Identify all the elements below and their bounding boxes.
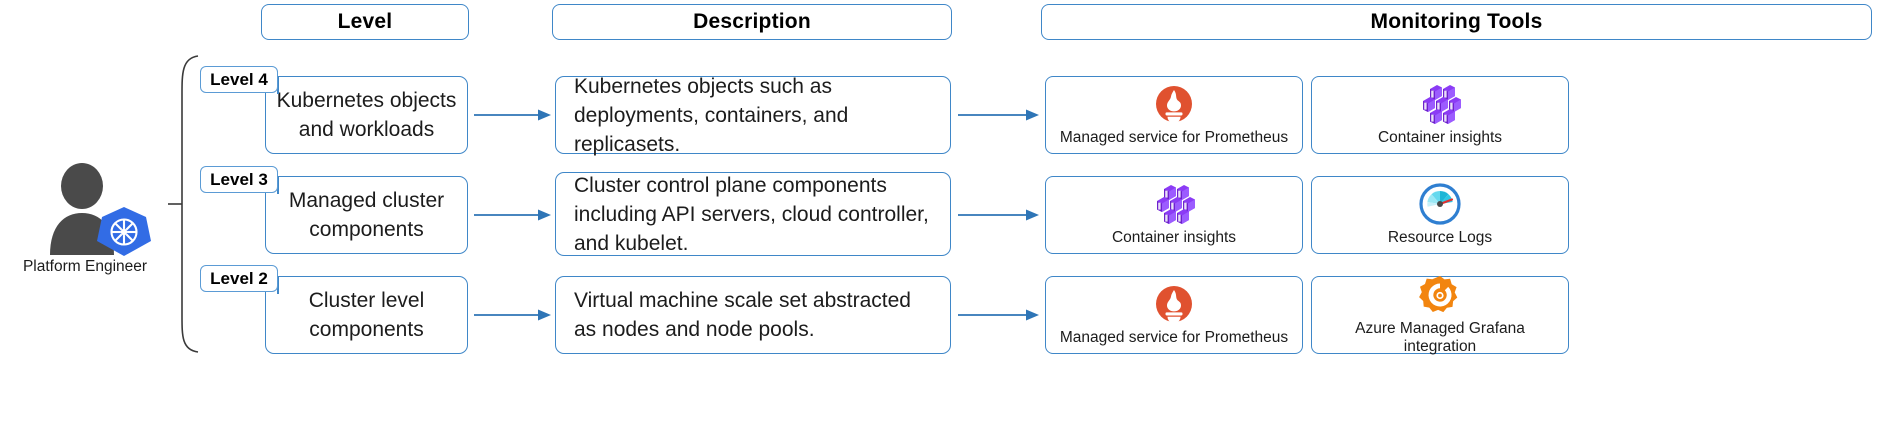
description-box-2-text: Cluster control plane components includi… xyxy=(574,173,929,255)
arrow-description-to-tools-1 xyxy=(958,109,1039,121)
header-level-label: Level xyxy=(337,10,393,33)
person-icon xyxy=(50,163,114,255)
arrow-level-to-description-1 xyxy=(474,109,551,121)
level-box-3: Cluster level components xyxy=(265,276,468,354)
tool-card-3-1-label: Managed service for Prometheus xyxy=(1059,329,1289,346)
arrow-description-to-tools-3 xyxy=(958,309,1039,321)
grafana-icon xyxy=(1419,274,1461,316)
tool-card-1-2-label: Container insights xyxy=(1377,129,1503,146)
level-badge-1-label: Level 4 xyxy=(210,69,268,89)
level-badge-3: Level 2 xyxy=(200,265,278,292)
arrow-description-to-tools-2 xyxy=(958,209,1039,221)
kubernetes-icon xyxy=(97,207,151,256)
level-badge-1: Level 4 xyxy=(200,66,278,93)
prometheus-icon xyxy=(1154,283,1194,325)
header-level: Level xyxy=(261,4,469,40)
tool-card-3-2-label: Azure Managed Grafana integration xyxy=(1355,320,1525,355)
header-monitoring-tools-label: Monitoring Tools xyxy=(1370,10,1543,33)
tool-card-2-1[interactable]: Container insights xyxy=(1045,176,1303,254)
level-badge-3-label: Level 2 xyxy=(210,268,268,288)
description-box-3: Virtual machine scale set abstracted as … xyxy=(555,276,951,354)
arrow-level-to-description-2 xyxy=(474,209,551,221)
level-box-1: Kubernetes objects and workloads xyxy=(265,76,468,154)
level-box-3-text: Cluster level components xyxy=(308,289,425,341)
level-box-2: Managed cluster components xyxy=(265,176,468,254)
persona-label: Platform Engineer xyxy=(22,258,148,275)
header-description-label: Description xyxy=(693,10,811,33)
container-insights-icon xyxy=(1151,183,1197,225)
persona-group xyxy=(30,160,170,256)
tool-card-2-2-label: Resource Logs xyxy=(1387,229,1493,246)
level-box-2-text: Managed cluster components xyxy=(288,189,445,241)
description-box-1-text: Kubernetes objects such as deployments, … xyxy=(574,74,849,156)
tool-card-1-1[interactable]: Managed service for Prometheus xyxy=(1045,76,1303,154)
prometheus-icon xyxy=(1154,83,1194,125)
description-box-3-text: Virtual machine scale set abstracted as … xyxy=(574,289,911,341)
grouping-brace xyxy=(168,55,199,353)
level-badge-2: Level 3 xyxy=(200,166,278,193)
tool-card-2-1-label: Container insights xyxy=(1111,229,1237,246)
resource-logs-gauge-icon xyxy=(1419,183,1461,225)
tool-card-1-1-label: Managed service for Prometheus xyxy=(1059,129,1289,146)
tool-card-3-2[interactable]: Azure Managed Grafana integration xyxy=(1311,274,1569,355)
description-box-1: Kubernetes objects such as deployments, … xyxy=(555,75,951,156)
tool-card-3-1[interactable]: Managed service for Prometheus xyxy=(1045,276,1303,354)
arrow-level-to-description-3 xyxy=(474,309,551,321)
header-description: Description xyxy=(552,4,952,40)
tool-card-1-2[interactable]: Container insights xyxy=(1311,76,1569,154)
level-box-1-text: Kubernetes objects and workloads xyxy=(276,89,457,141)
tool-card-2-2[interactable]: Resource Logs xyxy=(1311,176,1569,254)
description-box-2: Cluster control plane components includi… xyxy=(555,172,951,256)
level-badge-2-label: Level 3 xyxy=(210,169,268,189)
header-monitoring-tools: Monitoring Tools xyxy=(1041,4,1872,40)
container-insights-icon xyxy=(1417,83,1463,125)
